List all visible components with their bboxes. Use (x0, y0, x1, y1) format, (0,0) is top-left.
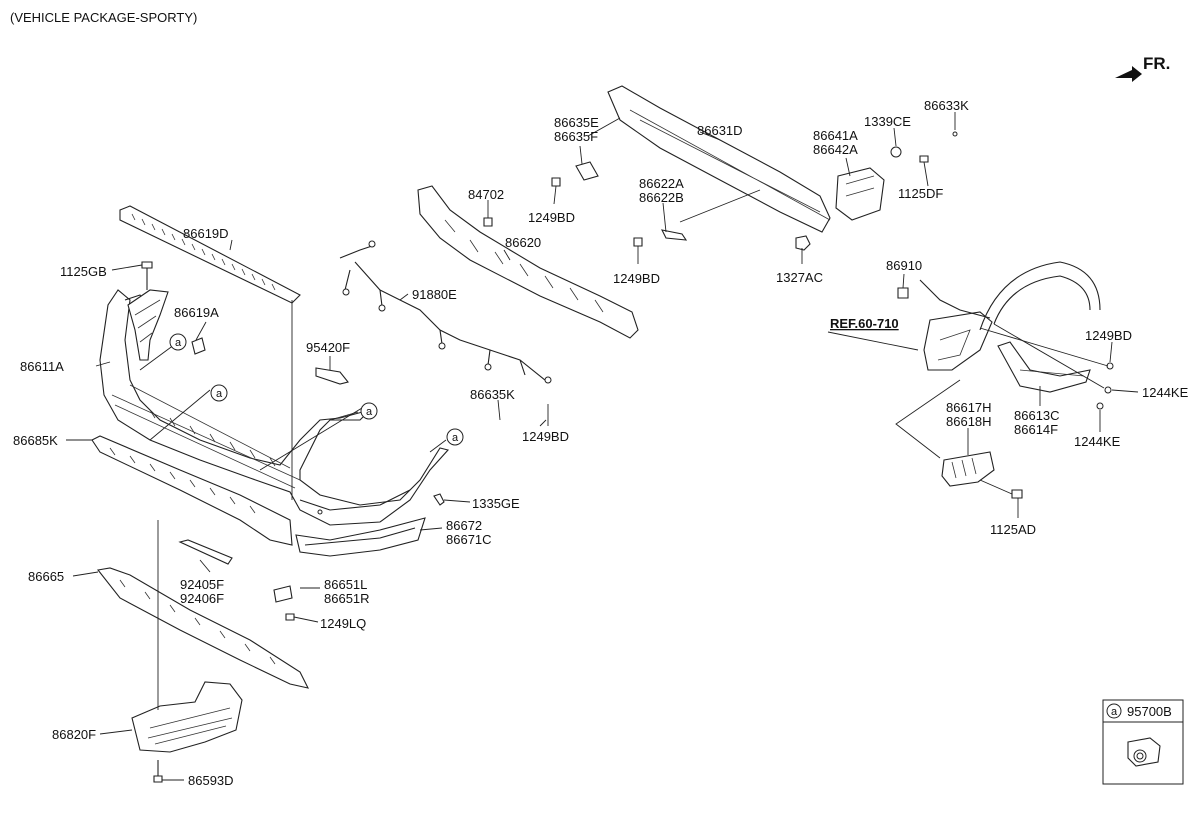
label-86622B: 86622B (639, 190, 684, 205)
label-86613C: 86613C (1014, 408, 1060, 423)
callout-a-1: a (169, 333, 187, 351)
label-91880E: 91880E (412, 287, 457, 302)
label-86635K: 86635K (470, 387, 515, 402)
label-86651L: 86651L (324, 577, 367, 592)
label-1244KE-a: 1244KE (1142, 385, 1189, 400)
label-86641A: 86641A (813, 128, 858, 143)
label-1327AC: 1327AC (776, 270, 823, 285)
label-86651R: 86651R (324, 591, 370, 606)
callout-a-2: a (210, 384, 228, 402)
bracket-86622A-shape (633, 229, 688, 247)
label-86820F: 86820F (52, 727, 96, 742)
skid-plate-shape (96, 567, 310, 689)
bolt-1125DF-icon (919, 155, 929, 163)
package-title: (VEHICLE PACKAGE-SPORTY) (10, 10, 197, 25)
bracket-86617H-shape (941, 451, 995, 487)
label-92406F: 92406F (180, 591, 224, 606)
wiring-harness-shape (339, 240, 552, 384)
lower-trim-shape (91, 435, 293, 546)
label-1249BD-a: 1249BD (522, 429, 569, 444)
legend-marker-text: a (1111, 706, 1118, 718)
label-86622A: 86622A (639, 176, 684, 191)
label-86635E: 86635E (554, 115, 599, 130)
label-86617H: 86617H (946, 400, 992, 415)
nut-1327AC-icon (795, 235, 811, 251)
label-86685K: 86685K (13, 433, 58, 448)
nut-1339CE-icon (890, 146, 902, 158)
front-direction-label: FR. (1143, 54, 1170, 73)
clip-1335GE-icon (433, 493, 445, 506)
rear-beam-shape (607, 85, 831, 233)
bolt-86593D-icon (153, 760, 163, 783)
label-1335GE: 1335GE (472, 496, 520, 511)
bolt-1244KE-a-icon (1104, 386, 1112, 394)
parking-sensor-icon (1127, 737, 1161, 767)
bumper-cover-shape (99, 289, 450, 526)
label-84702: 84702 (468, 187, 504, 202)
front-direction-arrow-icon (1115, 66, 1142, 82)
label-1249BD-c: 1249BD (613, 271, 660, 286)
label-1125AD: 1125AD (990, 522, 1036, 537)
side-bracket-86910-shape (897, 279, 993, 371)
label-1249BD-b: 1249BD (528, 210, 575, 225)
svg-text:a: a (366, 406, 373, 418)
label-86633K: 86633K (924, 98, 969, 113)
label-95420F: 95420F (306, 340, 350, 355)
legend-part-number: 95700B (1127, 704, 1172, 719)
bracket-86613C-shape (997, 341, 1091, 393)
bracket-86635E-shape (551, 161, 599, 187)
label-86620: 86620 (505, 235, 541, 250)
label-1339CE: 1339CE (864, 114, 911, 129)
sensor-bracket-shape (315, 367, 349, 385)
label-86611A: 86611A (20, 359, 64, 374)
label-86642A: 86642A (813, 142, 858, 157)
bracket-86641A-shape (835, 167, 885, 221)
label-86619A: 86619A (174, 305, 219, 320)
svg-text:a: a (175, 337, 182, 349)
clip-84702-icon (483, 217, 493, 227)
legend-box: a 95700B (1102, 699, 1184, 785)
callout-a-3: a (360, 402, 378, 420)
label-86910: 86910 (886, 258, 922, 273)
label-86672: 86672 (446, 518, 482, 533)
undercover-shape (131, 681, 243, 753)
clip-86633K-icon (952, 131, 958, 137)
garnish-shape (295, 517, 426, 557)
bolt-1125GB-icon (141, 261, 153, 290)
svg-text:a: a (452, 432, 459, 444)
reference-label[interactable]: REF.60-710 (830, 316, 899, 331)
label-92405F: 92405F (180, 577, 224, 592)
legend-marker (1106, 703, 1122, 719)
label-1249BD-d: 1249BD (1085, 328, 1132, 343)
label-1249LQ: 1249LQ (320, 616, 366, 631)
bolt-1125AD-icon (1011, 489, 1023, 499)
step-plate-shape (119, 205, 301, 304)
label-1125DF: 1125DF (898, 186, 943, 201)
label-86671C: 86671C (446, 532, 492, 547)
label-1125GB: 1125GB (60, 264, 107, 279)
side-bracket-shape (127, 289, 206, 361)
svg-text:a: a (216, 388, 223, 400)
reflector-shape (178, 539, 233, 565)
energy-absorber-shape (417, 185, 639, 339)
label-86631D: 86631D (697, 123, 743, 138)
label-86635F: 86635F (554, 129, 598, 144)
wheel-arch-shape (979, 261, 1101, 331)
label-86614F: 86614F (1014, 422, 1058, 437)
callout-a-4: a (446, 428, 464, 446)
label-86665: 86665 (28, 569, 64, 584)
label-86618H: 86618H (946, 414, 992, 429)
leader-lines (66, 112, 1139, 781)
label-86593D: 86593D (188, 773, 234, 788)
bracket-86651-shape (273, 585, 295, 621)
label-1244KE-b: 1244KE (1074, 434, 1121, 449)
bolt-1244KE-b-icon (1096, 402, 1104, 410)
label-86619D: 86619D (183, 226, 229, 241)
